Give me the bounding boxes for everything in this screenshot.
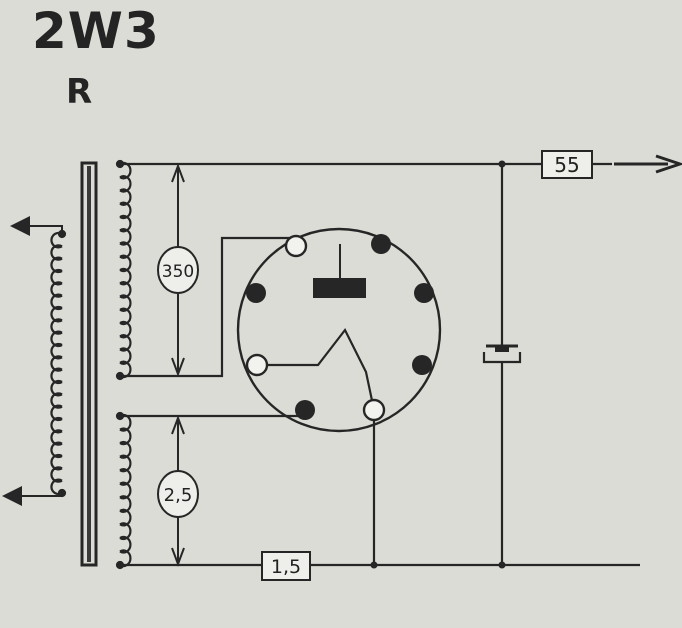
transformer-core: [80, 161, 98, 567]
anode-plate: [313, 278, 366, 298]
circuit-wires: [120, 162, 640, 567]
pin-hollow-left: [245, 353, 269, 377]
pin-hollow-top-left: [284, 234, 308, 258]
tube-socket: [236, 227, 442, 433]
tube-type-subtitle: R: [66, 72, 93, 112]
primary-winding-coil: [50, 229, 67, 498]
hv-voltage-label: 350: [157, 246, 199, 294]
fil-coil-loops: [119, 413, 132, 568]
tube-type-title: 2W3: [32, 2, 160, 60]
primary-coil-loops: [50, 231, 63, 496]
output-voltage-box: 55: [541, 150, 593, 179]
pin-filled-bottom-left: [295, 400, 315, 420]
junction-dots: [370, 160, 506, 569]
hv-secondary-winding-coil: [115, 159, 132, 381]
pin-filled-lower-right: [412, 355, 432, 375]
pin-filled-top-right: [371, 234, 391, 254]
filament-voltage-text: 2,5: [164, 485, 193, 506]
pin-hollow-bottom-right: [362, 398, 386, 422]
capacitor-symbol: [482, 344, 522, 364]
pin-filled-right: [414, 283, 434, 303]
filament-voltage-label: 2,5: [157, 470, 199, 518]
hv-coil-loops: [119, 161, 132, 379]
output-voltage-text: 55: [554, 153, 579, 177]
return-voltage-text: 1,5: [271, 556, 301, 578]
hv-voltage-text: 350: [162, 262, 194, 282]
primary-leads: [2, 216, 63, 506]
pin-filled-left: [246, 283, 266, 303]
filament-winding-coil: [115, 411, 132, 570]
return-voltage-box: 1,5: [261, 551, 311, 581]
voltage-dimension-arrows: [171, 163, 185, 567]
output-arrow: [614, 154, 682, 174]
